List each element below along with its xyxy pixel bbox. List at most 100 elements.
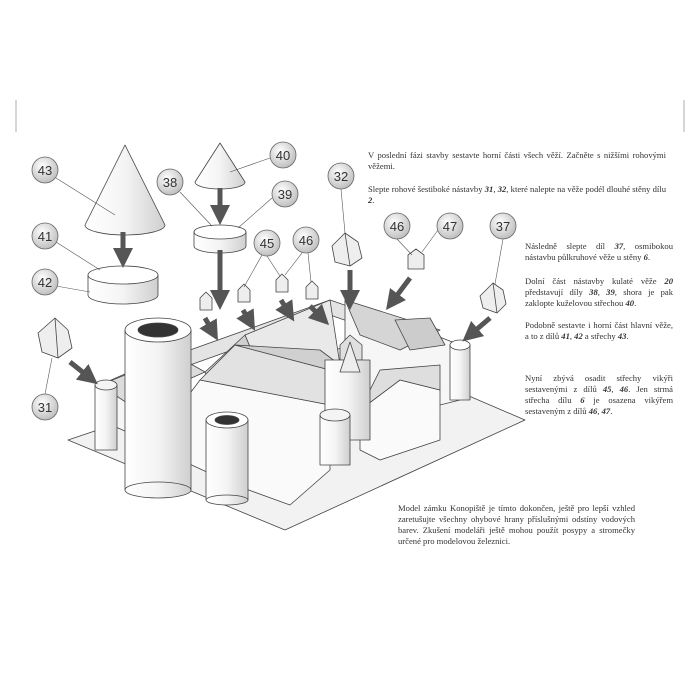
part-number: 2 xyxy=(368,195,373,205)
text-run: . xyxy=(372,195,375,205)
label-bubble xyxy=(31,268,59,296)
part-number: 32 xyxy=(497,184,507,194)
cone-40 xyxy=(194,142,246,190)
dormer-d xyxy=(305,280,319,300)
label-bubble xyxy=(253,229,281,257)
part-number: 37 xyxy=(614,241,624,251)
label-bubble xyxy=(436,212,464,240)
part-label-39: 39 xyxy=(271,180,299,208)
label-number: 41 xyxy=(38,229,52,244)
label-bubble xyxy=(292,226,320,254)
ring-38-39 xyxy=(193,224,247,254)
assembly-arrows xyxy=(68,188,492,385)
text-run: , xyxy=(597,287,607,297)
label-number: 40 xyxy=(276,148,290,163)
text-run: , xyxy=(569,331,575,341)
part-label-37: 37 xyxy=(489,212,517,240)
text-run: . xyxy=(610,406,613,416)
text-run: . xyxy=(634,298,637,308)
label-bubble xyxy=(31,156,59,184)
part-number: 46 xyxy=(619,384,629,394)
text-run: Dolní část nástavby kulaté věže xyxy=(525,276,665,286)
roof-31 xyxy=(37,317,73,359)
text-part-37: Následně slepte díl 37, osmibokou nástav… xyxy=(525,241,673,263)
part-label-40: 40 xyxy=(269,141,297,169)
roof-32 xyxy=(331,232,363,267)
label-bubble xyxy=(269,141,297,169)
text-run: , které nalepte na věže podél dlouhé stě… xyxy=(506,184,666,194)
text-run: . xyxy=(647,252,651,262)
text-run: Slepte rohové šestiboké nástavby xyxy=(368,184,485,194)
ring-41-42 xyxy=(87,265,159,305)
text-run: představují díly xyxy=(525,287,590,297)
label-bubble xyxy=(489,212,517,240)
label-number: 37 xyxy=(496,219,510,234)
part-label-32: 32 xyxy=(327,162,355,190)
text-run: . Jen strmá střecha dílu xyxy=(525,384,673,405)
part-number: 39 xyxy=(606,287,615,297)
part-number: 43 xyxy=(617,331,627,341)
label-bubble xyxy=(31,393,59,421)
part-number: 40 xyxy=(625,298,635,308)
text-run: je osazena vikýřem sestaveným z dílů xyxy=(525,395,674,416)
text-intro: V poslední fázi stavby sestavte horní čá… xyxy=(368,150,666,172)
part-number: 38 xyxy=(589,287,598,297)
text-run: V poslední fázi stavby sestavte horní čá… xyxy=(368,150,666,171)
text-run: Model zámku Konopiště je tímto dokončen,… xyxy=(398,503,635,546)
dormer-b xyxy=(237,283,251,303)
part-number: 46 xyxy=(588,406,598,416)
label-number: 31 xyxy=(38,400,52,415)
text-run: a střechy xyxy=(582,331,618,341)
label-number: 45 xyxy=(260,236,274,251)
part-label-46b: 46 xyxy=(292,226,320,254)
part-number: 42 xyxy=(574,331,583,341)
main-tower xyxy=(124,329,192,491)
part-label-46a: 46 xyxy=(383,212,411,240)
part-number: 41 xyxy=(561,331,570,341)
part-number: 45 xyxy=(602,384,612,394)
text-dormers: Nyní zbývá osadit střechy vikýři sestave… xyxy=(525,373,673,417)
text-run: , xyxy=(597,406,602,416)
label-number: 46 xyxy=(390,219,404,234)
text-run: . xyxy=(626,331,629,341)
tower-right-end xyxy=(449,344,471,401)
label-number: 39 xyxy=(278,187,292,202)
text-run: , shora je pak zaklopte kuželovou střech… xyxy=(525,287,673,308)
cone-43 xyxy=(84,144,166,236)
label-number: 43 xyxy=(38,163,52,178)
dormer-46-47 xyxy=(407,248,425,270)
part-label-47: 47 xyxy=(436,212,464,240)
label-bubble xyxy=(31,222,59,250)
label-bubble xyxy=(156,168,184,196)
text-finish: Model zámku Konopiště je tímto dokončen,… xyxy=(398,503,635,547)
label-number: 42 xyxy=(38,275,52,290)
text-round-tower: Dolní část nástavby kulaté věže 20 předs… xyxy=(525,276,673,309)
label-number: 32 xyxy=(334,169,348,184)
text-run: Nyní zbývá osadit střechy vikýři sestave… xyxy=(525,373,673,394)
part-label-43: 43 xyxy=(31,156,59,184)
label-bubble xyxy=(383,212,411,240)
part-label-45: 45 xyxy=(253,229,281,257)
tower-left-front xyxy=(94,384,118,451)
part-number: 20 xyxy=(664,276,673,286)
roof-37 xyxy=(479,282,507,314)
label-number: 38 xyxy=(163,175,177,190)
dormer-c xyxy=(275,273,289,293)
round-tower-20 xyxy=(205,419,249,501)
label-bubble xyxy=(271,180,299,208)
text-run: Podobně sestavte i horní část hlavní věž… xyxy=(525,320,673,341)
dormer-a xyxy=(199,291,213,311)
part-labels: 43 40 38 39 32 46 47 37 41 42 45 46 31 xyxy=(31,141,517,421)
text-corner-towers: Slepte rohové šestiboké nástavby 31, 32,… xyxy=(368,184,666,206)
crop-marks xyxy=(15,100,685,132)
text-run: , osmibokou nástavbu půlkruhové věže u s… xyxy=(525,241,673,262)
part-label-38: 38 xyxy=(156,168,184,196)
text-run: , xyxy=(611,384,620,394)
text-run: , xyxy=(493,184,498,194)
part-number: 47 xyxy=(601,406,611,416)
tower-small-right xyxy=(319,414,351,466)
part-number: 6 xyxy=(580,395,585,405)
label-number: 47 xyxy=(443,219,457,234)
